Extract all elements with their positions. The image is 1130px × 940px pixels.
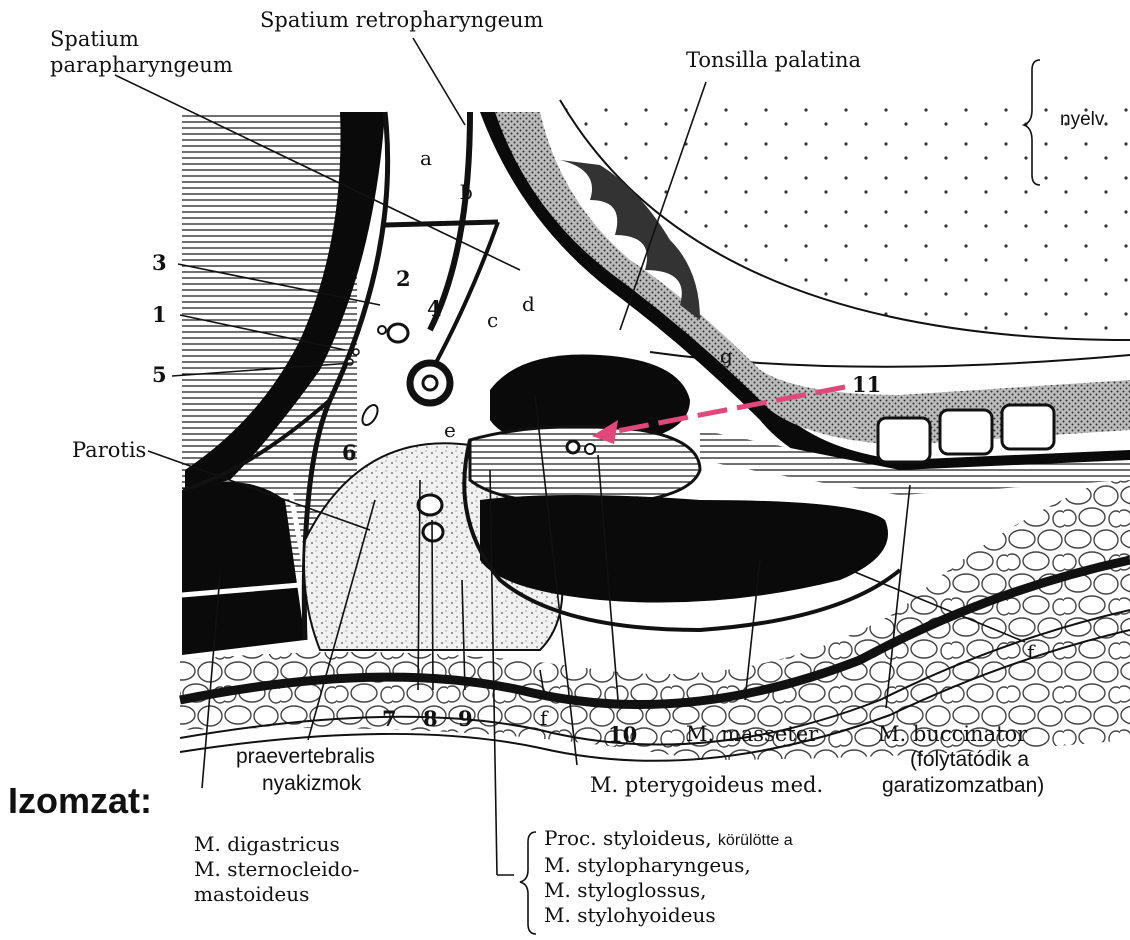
marker-f-left: f — [540, 706, 547, 730]
digastricus-line: M. digastricus — [194, 832, 359, 857]
label-masseter: M. masseter — [686, 722, 818, 746]
label-buccinator-3: garatizomzatban) — [882, 774, 1044, 798]
stylo-line1-sans: körülötte a — [718, 832, 793, 849]
stylo-line4: M. stylohyoideus — [544, 903, 793, 928]
heading-izomzat: Izomzat: — [8, 780, 152, 822]
marker-4: 4 — [427, 296, 442, 321]
label-spatium-retro: Spatium retropharyngeum — [260, 8, 543, 32]
stylo-line2: M. stylopharyngeus, — [544, 853, 793, 878]
marker-f-right: f — [1027, 640, 1034, 664]
sternocleido-line: M. sternocleido- — [194, 857, 359, 882]
label-digastricus-block: M. digastricus M. sternocleido- mastoide… — [194, 832, 359, 907]
marker-c: c — [487, 308, 498, 332]
marker-2: 2 — [396, 266, 411, 291]
label-spatium-para-2: parapharyngeum — [50, 53, 233, 77]
stylo-line3: M. styloglossus, — [544, 878, 793, 903]
marker-7: 7 — [382, 706, 397, 731]
stylo-line1-serif: Proc. styloideus, — [544, 826, 712, 850]
label-nyelv: nyelv — [1060, 108, 1104, 132]
marker-1: 1 — [152, 302, 167, 327]
masseter — [480, 495, 888, 603]
label-buccinator-1: M. buccinator — [878, 722, 1027, 746]
mandible — [470, 427, 700, 505]
marker-e: e — [444, 418, 456, 442]
marker-5: 5 — [152, 362, 167, 387]
marker-g: g — [720, 344, 733, 368]
label-parotis: Parotis — [72, 438, 146, 462]
marker-b: b — [460, 180, 473, 204]
label-stylo-block: Proc. styloideus, körülötte a M. styloph… — [544, 826, 793, 928]
label-pterygoideus: M. pterygoideus med. — [590, 773, 823, 797]
label-buccinator-2: (folytatódik a — [910, 748, 1029, 772]
marker-8: 8 — [423, 706, 438, 731]
marker-d: d — [522, 292, 535, 316]
mastoideus-line: mastoideus — [194, 882, 359, 907]
label-spatium-para-1: Spatium — [50, 27, 139, 51]
marker-10: 10 — [608, 722, 637, 747]
marker-6: 6 — [342, 440, 357, 465]
label-praevert-1: praevertebralis — [236, 745, 375, 769]
label-tonsilla: Tonsilla palatina — [686, 48, 861, 72]
marker-3: 3 — [152, 250, 167, 275]
marker-11: 11 — [852, 372, 881, 397]
label-praevert-2: nyakizmok — [262, 772, 361, 796]
marker-a: a — [420, 146, 432, 170]
marker-9: 9 — [458, 706, 473, 731]
